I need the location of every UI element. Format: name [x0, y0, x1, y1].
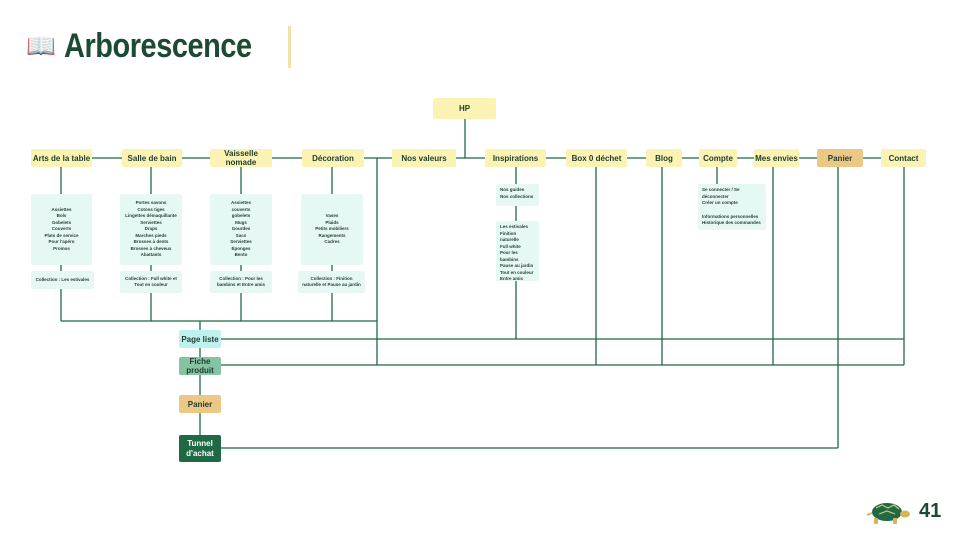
nav-arts-de-la-table: Arts de la table — [31, 149, 92, 167]
list-item: Pour les bambins — [500, 250, 519, 262]
collection-arts: Collection : Les estivales — [31, 271, 94, 289]
node-fiche-produit: Fiche produit — [179, 357, 221, 375]
list-item: Entre amis — [500, 276, 524, 281]
list-item: Cotons tiges — [137, 206, 165, 212]
nav-salle-de-bain: Salle de bain — [122, 149, 182, 167]
slide-title: 📖 Arborescence — [26, 24, 285, 68]
list-item: Sacs — [235, 232, 247, 238]
list-item: Brosses à cheveux — [130, 245, 172, 251]
list-item: couverts — [231, 206, 251, 212]
list-item: Assiettes — [230, 200, 251, 206]
list-item: Abattants — [140, 252, 162, 258]
list-arts-de-la-table: Assiettes Bols Gobelets Couverts Plats d… — [31, 194, 92, 265]
list-inspirations-guides: Nos guides Nos collections — [496, 184, 539, 206]
node-page-liste: Page liste — [179, 330, 221, 348]
list-item: Plats de service — [44, 232, 79, 238]
list-item: Les estivales — [500, 224, 529, 229]
list-item: Promos — [53, 245, 70, 251]
turtle-icon — [866, 503, 910, 524]
list-decoration: Vases Plaids Petits mobiliers Rangements… — [301, 194, 363, 265]
list-item: Historique des commandes — [702, 220, 761, 225]
list-item: Éponges — [231, 245, 251, 251]
nav-compte: Compte — [699, 149, 737, 167]
collection-label: naturelle et Pause au jardin — [302, 282, 361, 287]
list-item: Vases — [325, 213, 339, 219]
collection-label: Collection : Full white et — [125, 275, 177, 281]
collection-label: Collection : Pour les — [219, 275, 263, 281]
list-item: Gourdes — [231, 226, 251, 232]
list-item: Serviettes — [140, 219, 162, 225]
list-item: Brosses à dents — [133, 239, 169, 245]
collection-salle: Collection : Full white et Tout en coule… — [120, 271, 182, 293]
page-number: 41 — [919, 500, 942, 522]
list-item: Finition naturelle — [500, 230, 519, 243]
collection-label: Tout en couleur — [134, 282, 168, 287]
book-icon: 📖 — [26, 32, 56, 60]
list-item: Rangements — [318, 232, 346, 238]
collection-deco: Collection : Finition naturelle et Pause… — [298, 271, 365, 293]
list-item: Pause au jardin — [500, 263, 534, 268]
nav-blog: Blog — [646, 149, 682, 167]
list-item: Full white — [500, 243, 521, 249]
nav-inspirations: Inspirations — [485, 149, 546, 167]
tunnel-label-line1: Tunnel — [187, 438, 213, 448]
collection-label: bambins et Entre amis — [216, 282, 265, 287]
list-item: Créer un compte — [702, 200, 738, 205]
list-item: Plaids — [325, 219, 339, 225]
list-item: Draps — [144, 226, 158, 232]
title-accent-bar — [288, 26, 291, 68]
nav-contact: Contact — [881, 149, 926, 167]
list-item: Bols — [56, 213, 67, 219]
list-item: Couverts — [51, 226, 72, 232]
node-hp: HP — [433, 98, 496, 119]
list-item: Informations personnelles — [702, 213, 759, 219]
list-item: Nos guides — [500, 187, 525, 192]
list-item: Se connecter / Se déconnecter — [702, 187, 740, 199]
list-salle-de-bain: Portes savons Cotons tiges Lingettes dém… — [120, 194, 182, 265]
nav-panier: Panier — [817, 149, 863, 167]
list-item: Lingettes démaquillante — [125, 213, 177, 219]
nav-mes-envies: Mes envies — [754, 149, 799, 167]
list-item: Tout en couleur — [500, 269, 534, 275]
list-compte: Se connecter / Se déconnecter Créer un c… — [698, 184, 766, 230]
tunnel-label-line2: d'achat — [186, 448, 214, 458]
nav-vaisselle-nomade: Vaisselle nomade — [210, 149, 272, 167]
list-item: Marches pieds — [135, 232, 167, 238]
list-item: Bento — [234, 252, 248, 258]
node-panier: Panier — [179, 395, 221, 413]
collection-label: Collection : Les estivales — [35, 276, 90, 282]
page-title: Arborescence — [63, 26, 252, 65]
node-tunnel-achat: Tunnel d'achat — [179, 435, 221, 462]
list-vaisselle-nomade: Assiettes couverts gobelets Mugs Gourdes… — [210, 194, 272, 265]
list-item: Pour l'apéro — [48, 239, 75, 245]
nav-box-0-dechet: Box 0 déchet — [566, 149, 627, 167]
collection-label: Collection : Finition — [310, 275, 353, 281]
list-item: Assiettes — [51, 206, 72, 212]
list-item: Cadres — [324, 239, 340, 245]
list-item: gobelets — [231, 213, 251, 219]
list-item: Nos collections — [500, 193, 534, 199]
list-inspirations-collections: Les estivales Finition naturelle Full wh… — [496, 221, 539, 281]
collection-vaisselle: Collection : Pour les bambins et Entre a… — [210, 271, 272, 293]
list-item: Serviettes — [230, 239, 252, 245]
nav-nos-valeurs: Nos valeurs — [392, 149, 456, 167]
nav-decoration: Décoration — [302, 149, 364, 167]
list-item: Portes savons — [135, 200, 167, 206]
list-item: Gobelets — [51, 219, 72, 225]
list-item: Mugs — [235, 219, 247, 225]
list-item: Petits mobiliers — [315, 226, 349, 232]
